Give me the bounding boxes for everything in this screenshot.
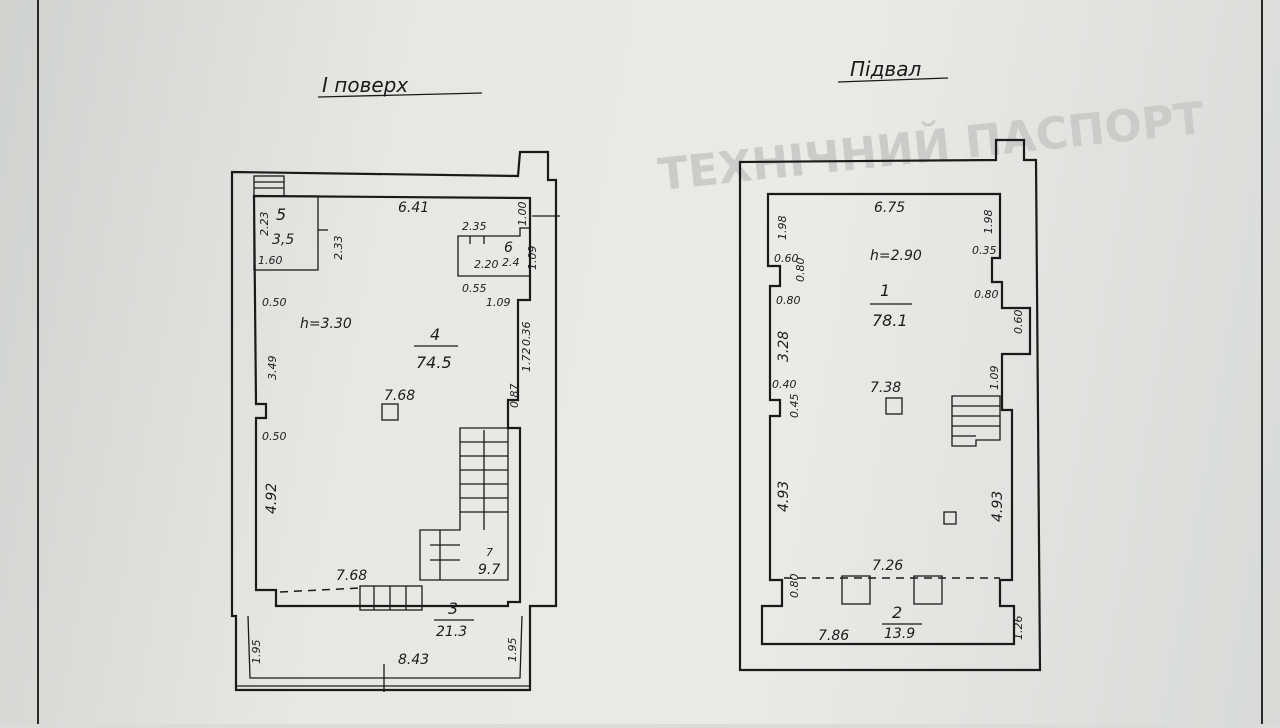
room-number: 3 [448,599,458,618]
dim-label: 2.33 [332,236,345,261]
dim-label: 0.35 [972,244,997,257]
dim-label: 7.86 [818,628,849,644]
title-underline [837,77,949,83]
dim-label: 1.95 [506,638,519,663]
room-number: 6 [504,240,513,256]
dim-label: 1.09 [988,366,1001,391]
staircase [951,395,1001,447]
dim-label: 4.93 [776,481,792,512]
dim-label: 4.93 [990,491,1006,522]
plan-basement: Підвал 6.75 1.98 1.98 h=2.90 0.60 0.80 0… [738,57,1042,672]
room-area: 2.4 [502,256,520,269]
dim-label: 3.49 [266,356,279,381]
dim-label: 6.41 [398,200,429,216]
dim-label: 7.26 [872,558,903,574]
room-area: 9.7 [478,562,500,578]
dim-label: 0.36 [520,322,533,347]
dim-label: 1.09 [486,296,511,309]
dim-label: 0.45 [788,394,801,419]
dim-label: 4.92 [264,483,280,514]
room-area: 3,5 [272,232,294,248]
dim-label: 0.87 [508,384,521,409]
entry-steps [359,585,423,611]
room-number: 5 [276,205,286,224]
dim-label: 8.43 [398,652,429,668]
dim-label: 0.60 [774,252,799,265]
column [913,575,943,605]
dim-label: 6.75 [874,200,905,216]
column [943,511,957,525]
plan-title: I поверх [322,73,408,97]
dim-label: 1.00 [516,202,529,227]
dim-label: 1.98 [982,210,995,235]
dim-label: 7.68 [336,568,367,584]
ceiling-height: h=2.90 [870,248,922,264]
dim-label: 2.20 [474,258,499,271]
room-number: 2 [892,603,902,622]
column [381,403,399,421]
dim-label: 1.60 [258,254,283,267]
room-area: 21.3 [436,624,467,640]
dim-label: 3.28 [776,331,792,362]
dim-label: 1.95 [250,640,263,665]
inner-wall [252,194,532,608]
dim-label: 0.50 [262,296,287,309]
plan-first-floor: I поверх [230,73,560,692]
dim-label: 0.50 [262,430,287,443]
dim-label: 0.80 [776,294,801,307]
dim-label: 0.55 [462,282,487,295]
inner-wall [760,192,1032,646]
plan-title: Підвал [850,57,921,81]
dim-label: 0.80 [974,288,999,301]
dim-label: 7.68 [384,388,415,404]
dim-label: 0.80 [794,258,807,283]
title-underline [317,92,483,98]
background-watermark: ТЕХНІЧНИЙ ПАСПОРТ [656,91,1207,201]
outer-wall [738,138,1042,672]
dim-label: 7.38 [870,380,901,396]
column [885,397,903,415]
outer-wall [230,150,558,692]
room-area: 13.9 [884,626,915,642]
vestibule-outline [247,615,523,679]
room-number: 1 [880,281,890,300]
room-area: 78.1 [872,311,908,330]
dim-label: 1.98 [776,216,789,241]
dim-label: 1.72 [520,348,533,373]
room-number: 7 [486,546,493,559]
stair-hatch [253,175,285,197]
column [841,575,871,605]
dim-label: 0.40 [772,378,797,391]
room-divider-dashed [279,587,361,593]
dim-label: 1.09 [526,246,539,271]
dim-label: 2.35 [462,220,487,233]
dim-label: 0.80 [788,574,801,599]
dim-label: 1.26 [1012,616,1025,641]
room-area: 74.5 [416,353,452,372]
room-number: 4 [430,325,440,344]
room-6-outline [457,227,531,277]
room-5-outline [253,195,319,271]
ceiling-height: h=3.30 [300,316,352,332]
dim-label: 2.23 [258,212,271,237]
staircase-outline [419,427,509,581]
stair-steps [430,430,508,580]
dim-label: 0.60 [1012,310,1025,335]
